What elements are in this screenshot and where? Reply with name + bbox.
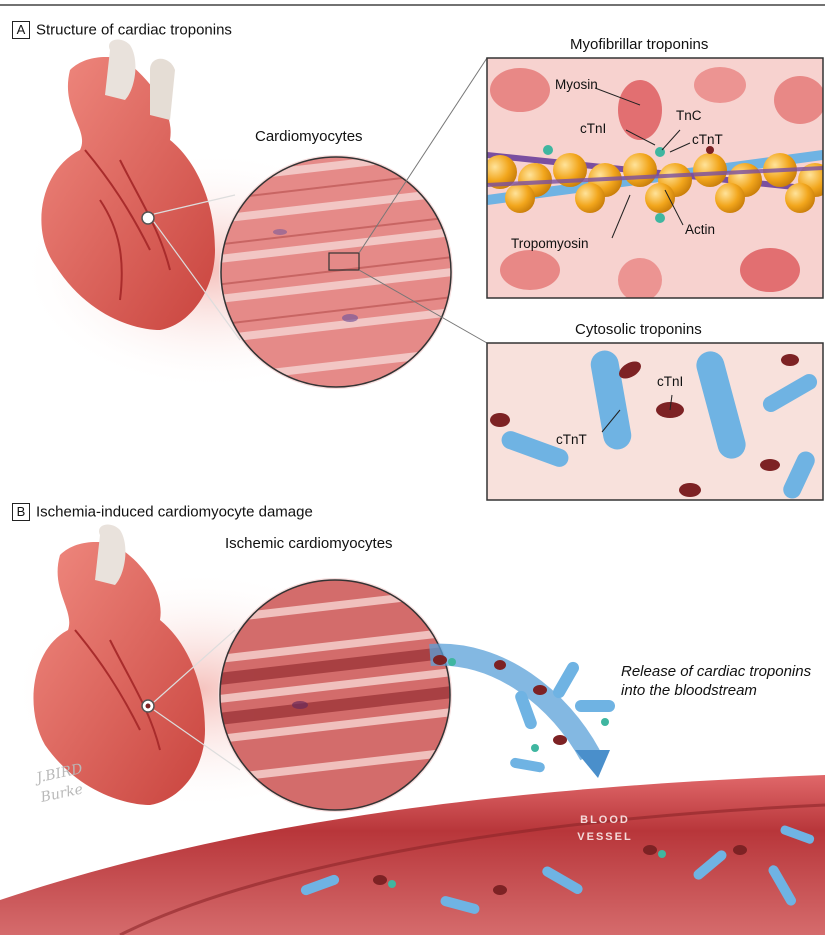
- tnc-label: TnC: [676, 108, 702, 123]
- ctni-myo-label: cTnI: [580, 121, 606, 136]
- ctnt-myo-label: cTnT: [692, 132, 723, 147]
- myosin-label: Myosin: [555, 77, 598, 92]
- tropomyosin-label: Tropomyosin: [511, 236, 589, 251]
- release-arrow: [430, 655, 615, 778]
- cytosolic-inset: [487, 343, 823, 501]
- blood-vessel-label: BLOOD VESSEL: [560, 812, 650, 846]
- cytosolic-title: Cytosolic troponins: [575, 321, 702, 338]
- panel-a-heading: A Structure of cardiac troponins: [12, 21, 232, 39]
- panel-b-heading: B Ischemia-induced cardiomyocyte damage: [12, 503, 313, 521]
- release-text: Release of cardiac troponins into the bl…: [621, 662, 821, 700]
- panel-a-title: Structure of cardiac troponins: [36, 22, 232, 39]
- myofibrillar-inset: [483, 58, 825, 302]
- panel-b-letter: B: [12, 503, 30, 521]
- actin-label: Actin: [685, 222, 715, 237]
- panel-b-title: Ischemia-induced cardiomyocyte damage: [36, 504, 313, 521]
- myofibrillar-title: Myofibrillar troponins: [570, 36, 708, 53]
- panel-a-letter: A: [12, 21, 30, 39]
- cardiomyocytes-circle: [210, 58, 487, 400]
- ctni-cyto-label: cTnI: [657, 374, 683, 389]
- ctnt-cyto-label: cTnT: [556, 432, 587, 447]
- ischemic-label: Ischemic cardiomyocytes: [225, 535, 393, 552]
- cardiomyocytes-label: Cardiomyocytes: [255, 128, 363, 145]
